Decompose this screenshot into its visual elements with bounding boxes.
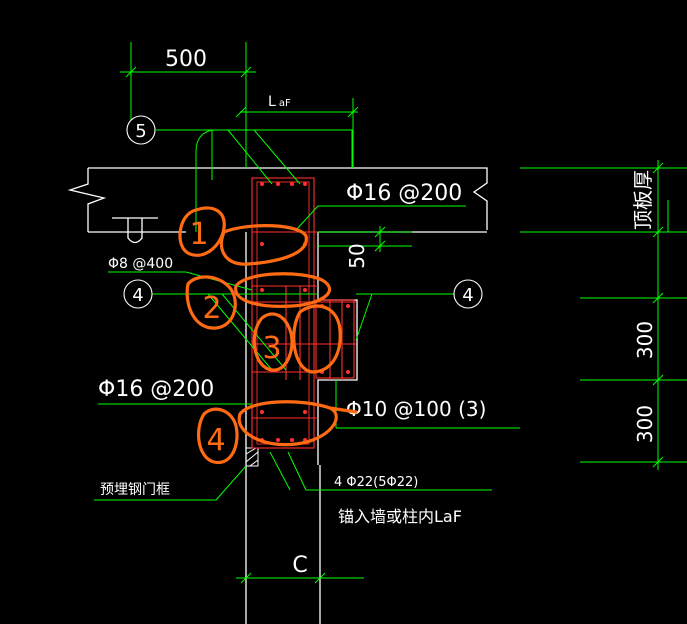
slab-rebar-label: Φ16 @200 — [346, 181, 462, 206]
slab-left-break — [67, 168, 107, 232]
axis-5-label: 5 — [135, 121, 146, 142]
axis-markers — [123, 115, 483, 309]
mark-2-oval — [234, 272, 331, 308]
anchor-length-sub: aF — [279, 98, 291, 109]
mark-3-digit: 3 — [262, 331, 281, 366]
anchor-length-main: L — [268, 94, 276, 110]
haunch-stirrup — [315, 299, 355, 379]
wall-rebar-label: Φ16 @200 — [98, 377, 214, 402]
axis-4-right-label: 4 — [462, 285, 473, 306]
axis-4-right-circle — [453, 279, 483, 309]
slab-thickness-label: 顶板厚 — [631, 170, 655, 230]
axis-4-left-circle — [123, 279, 153, 309]
mark-2-circle — [185, 275, 237, 330]
mark-3-oval — [292, 304, 342, 374]
mark-4-circle — [196, 407, 239, 464]
embedded-frame-label: 预埋钢门框 — [100, 482, 170, 498]
mark-3-circle — [252, 312, 294, 372]
beam-right-edge — [317, 232, 358, 465]
axis-5-circle — [126, 115, 156, 145]
embedded-frame-hatch — [245, 447, 259, 467]
dimension-lines — [94, 42, 687, 584]
tie-bar-label: Φ8 @400 — [108, 256, 173, 272]
rebar-group — [251, 177, 356, 449]
mark-4-oval — [237, 400, 338, 447]
anchor-note-label: 锚入墙或柱内LaF — [338, 507, 462, 526]
mark-2-digit: 2 — [202, 291, 221, 326]
mark-1-oval — [219, 224, 308, 266]
tie-hook-symbol — [112, 217, 158, 244]
right-lower-dimension: 300 — [633, 405, 657, 443]
right-upper-dimension: 300 — [633, 321, 657, 359]
cover-dimension: 50 — [345, 243, 369, 268]
stirrup-label: Φ10 @100 (3) — [346, 397, 486, 421]
main-bars-label: 4 Φ22(5Φ22) — [334, 475, 418, 490]
stirrup-cage — [251, 177, 315, 449]
bottom-width-dimension: C — [292, 553, 307, 578]
mark-4-tick — [328, 406, 358, 414]
slab-top-edge — [88, 167, 488, 230]
hand-annotation-digits: 1 2 3 4 — [189, 217, 281, 458]
mark-1-digit: 1 — [189, 217, 208, 252]
hand-annotations — [178, 206, 358, 464]
axis-4-left-label: 4 — [132, 285, 143, 306]
top-width-dimension: 500 — [165, 47, 207, 72]
mark-1-circle — [178, 206, 226, 257]
mark-4-digit: 4 — [206, 423, 225, 458]
